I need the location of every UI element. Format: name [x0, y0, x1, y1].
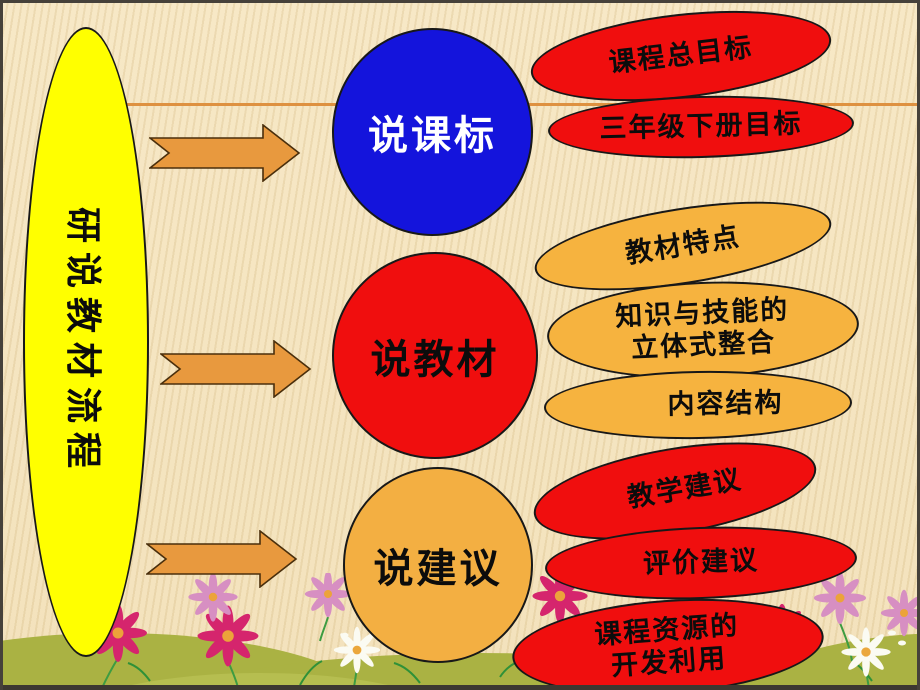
- branch-content-structure: 内容结构: [543, 368, 853, 442]
- pink-cosmos-flower-icon: [813, 573, 867, 625]
- node-label: 说教材: [370, 336, 500, 382]
- branch-knowledge-skill-integration: 知识与技能的 立体式整合: [545, 275, 861, 385]
- floral-border-decoration: [0, 573, 920, 690]
- node-label: 说建议: [373, 546, 503, 591]
- pink-cosmos-flower-icon: [188, 573, 238, 622]
- node-teaching-material: 说教材: [332, 252, 538, 459]
- slide-border-top: [0, 0, 920, 3]
- node-curriculum-standard: 说课标: [332, 28, 533, 236]
- pink-cosmos-flower-icon: [304, 573, 352, 618]
- node-suggestions: 说建议: [343, 467, 533, 663]
- daisy-flower-icon: [841, 627, 891, 677]
- daisy-flower-icon: [333, 626, 381, 674]
- flow-title-ellipse: 研说教材流程: [23, 27, 149, 657]
- right-arrow-icon: [149, 124, 301, 182]
- branch-label: 三年级下册目标: [599, 108, 803, 144]
- slide-border-bottom: [0, 685, 920, 690]
- right-arrow-icon: [146, 530, 298, 588]
- branch-label: 知识与技能的 立体式整合: [614, 294, 790, 364]
- slide-border-right: [917, 0, 920, 690]
- pink-cosmos-flower-icon: [880, 589, 920, 637]
- branch-label: 教材特点: [623, 221, 743, 269]
- slide-border-left: [0, 0, 3, 690]
- branch-label: 课程资源的 开发利用: [593, 610, 741, 681]
- flow-title-label: 研说教材流程: [63, 206, 104, 478]
- branch-label: 内容结构: [667, 387, 784, 420]
- right-arrow-icon: [160, 340, 312, 398]
- branch-label: 评价建议: [642, 545, 760, 580]
- node-label: 说课标: [368, 113, 497, 158]
- branch-label: 教学建议: [625, 464, 745, 513]
- branch-label: 课程总目标: [607, 31, 755, 79]
- cosmos-flower-icon: [197, 605, 259, 667]
